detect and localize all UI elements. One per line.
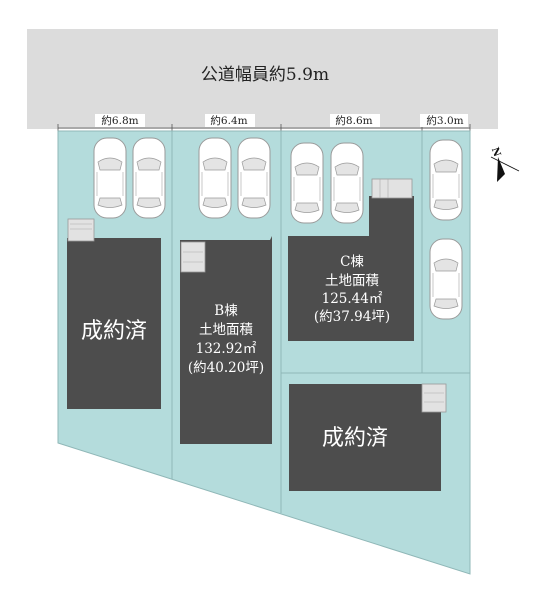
plot-b-area-tsubo: (約40.20坪) — [188, 360, 264, 376]
plot-boundaries — [171, 131, 470, 513]
building-a — [67, 238, 161, 409]
frontage-dimension-b: 約6.4m — [210, 114, 247, 127]
car-icon — [330, 142, 364, 224]
plot-b-area-label: 土地面積 — [199, 322, 253, 338]
building-b — [180, 236, 272, 444]
car-icon — [132, 137, 166, 219]
plot-b-name: B棟 — [214, 303, 238, 319]
outdoor-unit-b — [180, 241, 206, 273]
building-c — [288, 196, 414, 341]
car-icon — [93, 137, 127, 219]
entrance-steps-c — [371, 178, 413, 199]
frontage-dimension-c: 約8.6m — [335, 114, 372, 127]
car-icon — [198, 137, 232, 219]
car-icon — [429, 238, 463, 320]
plot-c-area-label: 土地面積 — [325, 273, 379, 289]
outdoor-unit-a — [67, 218, 95, 242]
plot-c-area-sqm: 125.44㎡ — [322, 291, 383, 307]
parking-cars — [93, 137, 463, 320]
frontage-dimensions — [57, 124, 471, 132]
frontage-dimension-d: 約3.0m — [426, 114, 463, 127]
frontage-dimension-a: 約6.8m — [101, 114, 138, 127]
outdoor-unit-d — [421, 383, 447, 413]
plot-b-area-sqm: 132.92㎡ — [196, 341, 257, 357]
plot-a-status: 成約済 — [81, 319, 147, 344]
car-icon — [237, 137, 271, 219]
plot-d-status: 成約済 — [322, 426, 388, 451]
building-d — [289, 384, 441, 491]
compass-north-label: N — [489, 146, 502, 158]
plot-c-name: C棟 — [340, 254, 364, 270]
plot-b: B棟 土地面積 132.92㎡ (約40.20坪) — [180, 236, 272, 444]
plot-c: C棟 土地面積 125.44㎡ (約37.94坪) — [288, 178, 414, 341]
north-compass-icon: N — [489, 146, 520, 182]
car-icon — [290, 142, 324, 224]
plot-a: 成約済 — [67, 218, 161, 409]
public-road — [27, 29, 498, 129]
car-icon — [429, 139, 463, 221]
plot-d: 成約済 — [289, 383, 447, 491]
plot-c-area-tsubo: (約37.94坪) — [314, 309, 390, 325]
road-width-label: 公道幅員約5.9m — [201, 65, 329, 85]
